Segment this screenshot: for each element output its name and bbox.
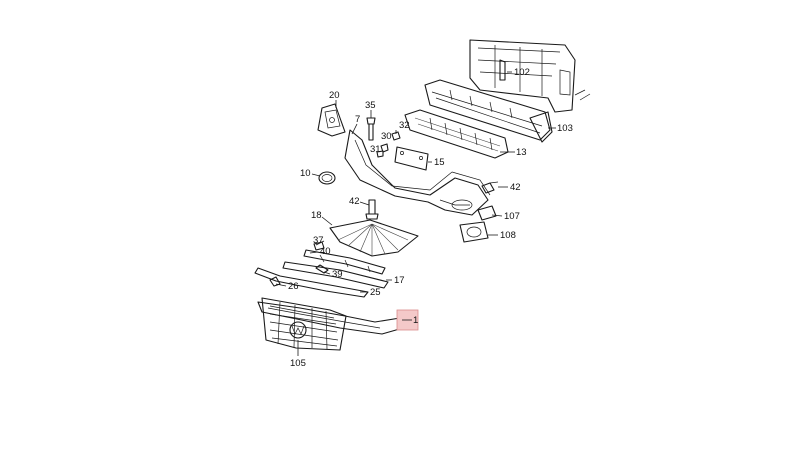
callout-107: 107 bbox=[504, 211, 520, 222]
cap-37-part bbox=[313, 241, 325, 251]
callout-labels: 102 103 13 20 35 7 32 30 31 15 10 42 42 … bbox=[288, 67, 573, 369]
lower-trim-25-part bbox=[254, 267, 369, 298]
radiator-grille-105-part bbox=[261, 297, 347, 351]
callout-37: 37 bbox=[313, 235, 324, 246]
callout-42-right: 42 bbox=[510, 182, 521, 193]
callout-108: 108 bbox=[500, 230, 516, 241]
trim-strip-40-part bbox=[303, 249, 386, 275]
clip-42-right-part bbox=[481, 181, 499, 194]
callout-35: 35 bbox=[365, 100, 376, 111]
callout-18: 18 bbox=[311, 210, 322, 221]
bumper-beam-part bbox=[424, 79, 553, 143]
lock-carrier-part bbox=[469, 39, 591, 113]
callout-20: 20 bbox=[329, 90, 340, 101]
callout-30: 30 bbox=[381, 131, 392, 142]
screw-39-part bbox=[315, 264, 329, 274]
screw-42-left-part bbox=[365, 199, 379, 220]
callout-102: 102 bbox=[514, 67, 530, 78]
callout-31: 31 bbox=[370, 144, 381, 155]
callout-7: 7 bbox=[355, 114, 360, 125]
callout-17: 17 bbox=[394, 275, 405, 286]
license-plate-bracket-part bbox=[394, 146, 429, 171]
callout-10: 10 bbox=[300, 168, 311, 179]
callout-32: 32 bbox=[399, 120, 410, 131]
callout-40: 40 bbox=[320, 246, 331, 257]
fog-grille-108-part bbox=[459, 221, 489, 243]
callout-105: 105 bbox=[290, 358, 306, 369]
screw-30-31-part bbox=[376, 143, 389, 158]
callout-42-left: 42 bbox=[349, 196, 360, 207]
spoiler-18-part bbox=[329, 219, 419, 257]
callout-25: 25 bbox=[370, 287, 381, 298]
callout-26: 26 bbox=[288, 281, 299, 292]
cover-107-part bbox=[477, 205, 497, 221]
callout-103: 103 bbox=[557, 123, 573, 134]
screw-35-part bbox=[366, 117, 376, 141]
callout-39: 39 bbox=[332, 269, 343, 280]
bumper-cover-part bbox=[344, 129, 491, 216]
side-bracket-part bbox=[317, 103, 346, 137]
trim-strip-17-part bbox=[282, 261, 389, 289]
leader-lines bbox=[275, 71, 556, 356]
tow-hook-cap-part bbox=[318, 171, 336, 185]
callout-13: 13 bbox=[516, 147, 527, 158]
callout-15: 15 bbox=[434, 157, 445, 168]
callout-1: 1 bbox=[413, 315, 418, 326]
